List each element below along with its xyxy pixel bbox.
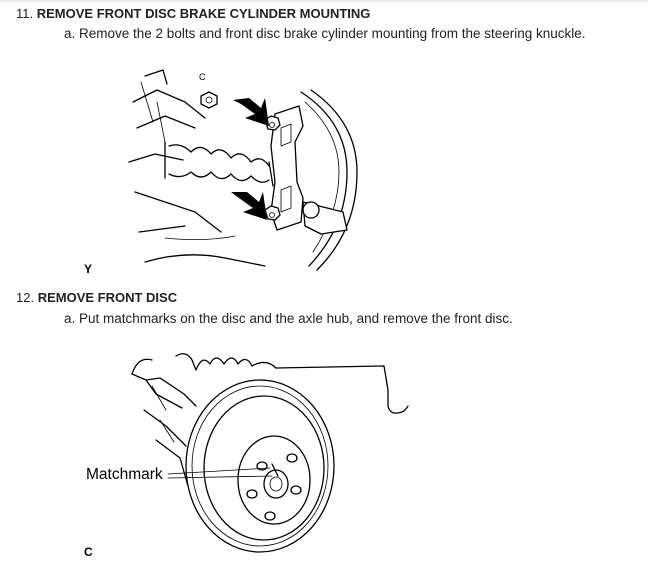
front-disc-illustration <box>131 353 409 553</box>
step-11-title: REMOVE FRONT DISC BRAKE CYLINDER MOUNTIN… <box>36 6 371 21</box>
step-11-heading: 11. REMOVE FRONT DISC BRAKE CYLINDER MOU… <box>16 6 370 21</box>
svg-text:C: C <box>199 72 206 82</box>
step-12-number: 12. <box>16 290 35 305</box>
step-11-substep: a. Remove the 2 bolts and front disc bra… <box>64 26 586 41</box>
step-11-number: 11. <box>16 6 34 21</box>
step-12-title: REMOVE FRONT DISC <box>37 290 178 305</box>
top-divider <box>0 0 648 2</box>
step-12-substep: a. Put matchmarks on the disc and the ax… <box>64 311 513 326</box>
step-11-figure-code: Y <box>84 262 93 276</box>
brake-cylinder-mounting-illustration: C <box>128 69 358 271</box>
step-12-heading: 12. REMOVE FRONT DISC <box>16 290 177 305</box>
lug-studs <box>246 453 302 521</box>
step-12-figure-code: C <box>84 545 93 559</box>
matchmark-callout: Matchmark <box>86 466 163 483</box>
